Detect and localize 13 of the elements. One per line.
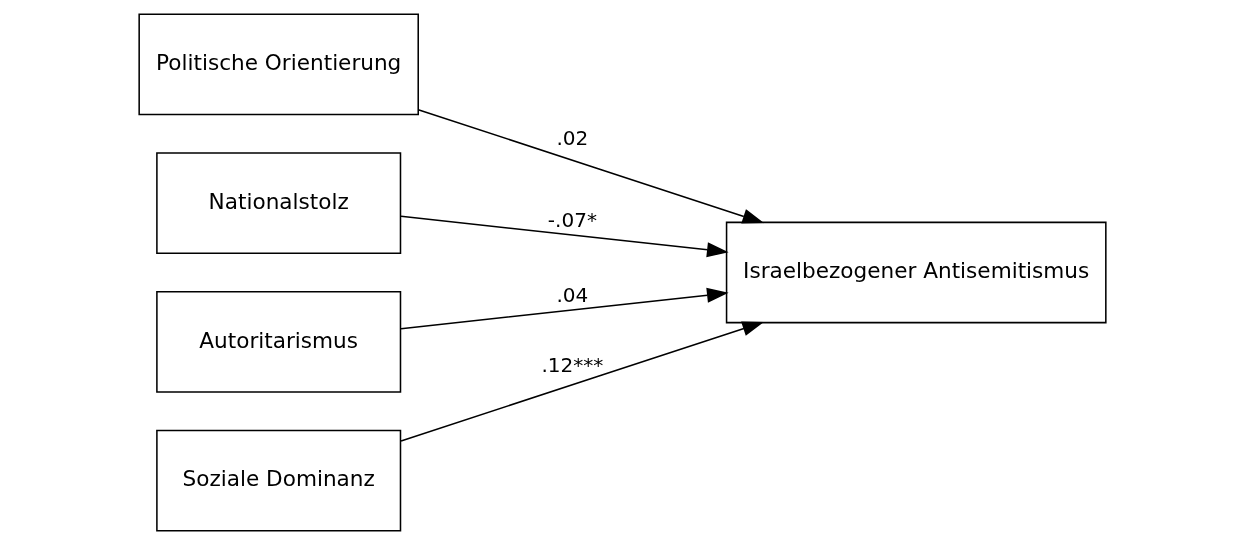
arrow xyxy=(400,287,729,330)
node-box: Soziale Dominanz xyxy=(156,429,402,532)
edge-label: .02 xyxy=(556,126,589,151)
node-box: Politische Orientierung xyxy=(138,13,419,116)
edge-label: .12*** xyxy=(541,352,604,377)
arrow xyxy=(400,215,729,258)
edge-label: -.07* xyxy=(547,207,597,232)
node-box: Israelbezogener Antisemitismus xyxy=(725,221,1107,324)
arrow xyxy=(400,321,764,442)
edge-label: .04 xyxy=(556,283,589,308)
arrow xyxy=(417,108,765,224)
node-box: Nationalstolz xyxy=(156,152,402,254)
node-box: Autoritarismus xyxy=(156,291,402,393)
